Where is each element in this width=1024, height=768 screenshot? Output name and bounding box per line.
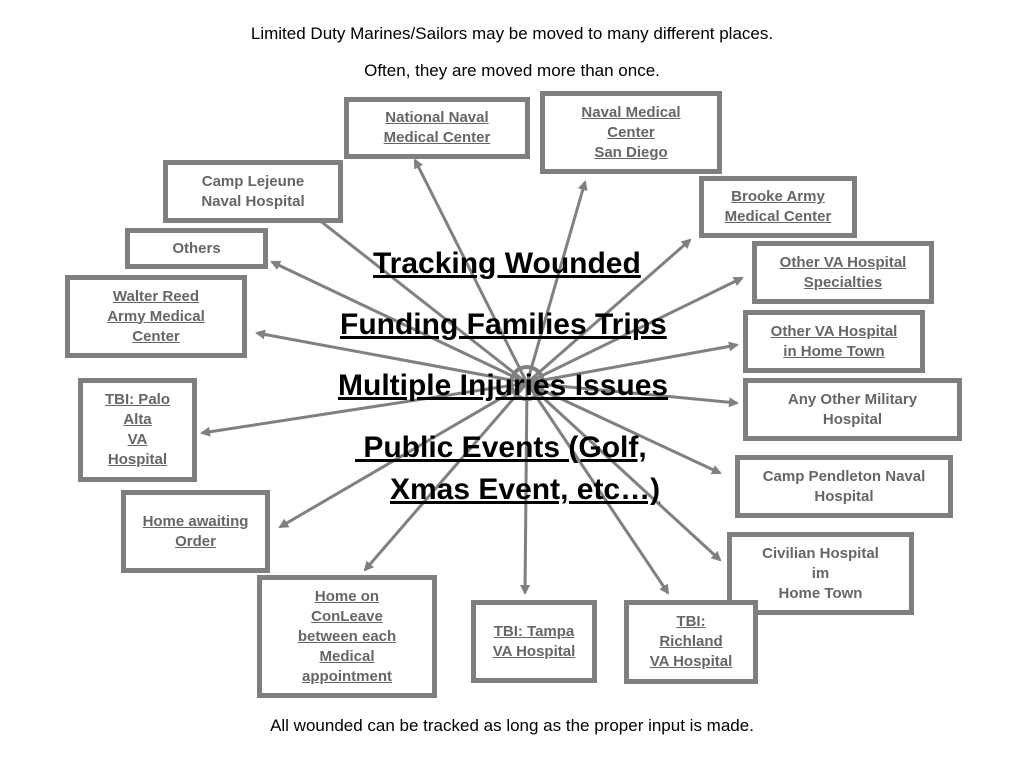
- box-tbi-palo-alto: TBI: Palo Alta VA Hospital: [78, 378, 197, 482]
- hub-circle: [509, 365, 545, 401]
- arrow-to-home-conleave: [363, 382, 529, 572]
- box-others: Others: [125, 228, 268, 269]
- arrow-to-national-naval: [413, 158, 529, 384]
- box-label: Camp Pendleton Naval Hospital: [762, 467, 926, 505]
- arrow-to-civilian-hospital: [525, 381, 722, 562]
- arrow-to-other-va-specialties: [526, 276, 744, 385]
- arrow-to-camp-lejeune: [298, 203, 528, 385]
- hub-xmas-event: Xmas Event, etc…): [390, 473, 661, 506]
- box-label: Any Other Military Hospital: [787, 390, 918, 428]
- footer-note: All wounded can be tracked as long as th…: [270, 716, 754, 735]
- hub-multiple-injuries: Multiple Injuries Issues: [338, 369, 669, 402]
- box-label: National Naval Medical Center: [383, 109, 491, 146]
- header-line-1: Limited Duty Marines/Sailors may be move…: [250, 24, 774, 43]
- box-camp-lejeune: Camp Lejeune Naval Hospital: [163, 160, 343, 223]
- box-label: Home awaiting Order: [142, 512, 249, 550]
- box-national-naval-medical-center: National Naval Medical Center: [344, 97, 530, 159]
- box-label: Naval Medical Center San Diego: [581, 103, 681, 161]
- hub-public-events: Public Events (Golf,: [355, 431, 647, 464]
- arrow-to-other-va-home-town: [526, 341, 739, 385]
- box-label: Walter Reed Army Medical Center: [107, 287, 205, 345]
- hub-funding-families-trips: Funding Families Trips: [340, 308, 667, 341]
- box-label: TBI: Tampa VA Hospital: [492, 622, 576, 660]
- box-other-va-home-town: Other VA Hospital in Home Town: [743, 310, 925, 373]
- arrow-to-others: [270, 260, 528, 385]
- box-other-va-specialties: Other VA Hospital Specialties: [752, 241, 934, 304]
- arrow-to-brooke-army: [526, 238, 692, 385]
- hub-tracking-wounded: Tracking Wounded: [373, 247, 641, 280]
- box-walter-reed: Walter Reed Army Medical Center: [65, 275, 247, 358]
- box-label: Civilian Hospital im Home Town: [762, 544, 879, 602]
- box-brooke-army: Brooke Army Medical Center: [699, 176, 857, 238]
- arrow-to-tbi-tampa: [520, 382, 531, 595]
- box-home-awaiting-order: Home awaiting Order: [121, 490, 270, 573]
- box-label: Others: [172, 239, 221, 257]
- box-home-on-conleave: Home on ConLeave between each Medical ap…: [257, 575, 437, 698]
- box-label: Other VA Hospital in Home Town: [770, 322, 898, 360]
- arrow-to-home-awaiting: [278, 381, 528, 529]
- box-label: Other VA Hospital Specialties: [779, 253, 907, 291]
- arrow-to-camp-pendleton: [526, 381, 722, 475]
- box-any-other-military: Any Other Military Hospital: [743, 378, 962, 441]
- box-label: TBI: Richland VA Hospital: [649, 613, 733, 670]
- box-label: Home on ConLeave between each Medical ap…: [297, 587, 397, 685]
- arrow-to-walter-reed: [255, 329, 528, 385]
- box-camp-pendleton: Camp Pendleton Naval Hospital: [735, 455, 953, 518]
- box-label: Brooke Army Medical Center: [724, 188, 832, 225]
- box-tbi-tampa: TBI: Tampa VA Hospital: [471, 600, 597, 683]
- box-label: Camp Lejeune Naval Hospital: [201, 172, 305, 210]
- box-label: TBI: Palo Alta VA Hospital: [104, 391, 170, 468]
- box-civilian-hospital: Civilian Hospital im Home Town: [727, 532, 914, 615]
- box-naval-medical-center-san-diego: Naval Medical Center San Diego: [540, 91, 722, 174]
- arrow-to-any-other-military: [526, 381, 739, 408]
- box-tbi-richland: TBI: Richland VA Hospital: [624, 600, 758, 684]
- arrow-to-naval-san-diego: [525, 180, 588, 384]
- header-line-2: Often, they are moved more than once.: [364, 61, 660, 80]
- arrow-to-tbi-palo-alto: [200, 381, 528, 437]
- arrow-to-tbi-richland: [525, 382, 670, 595]
